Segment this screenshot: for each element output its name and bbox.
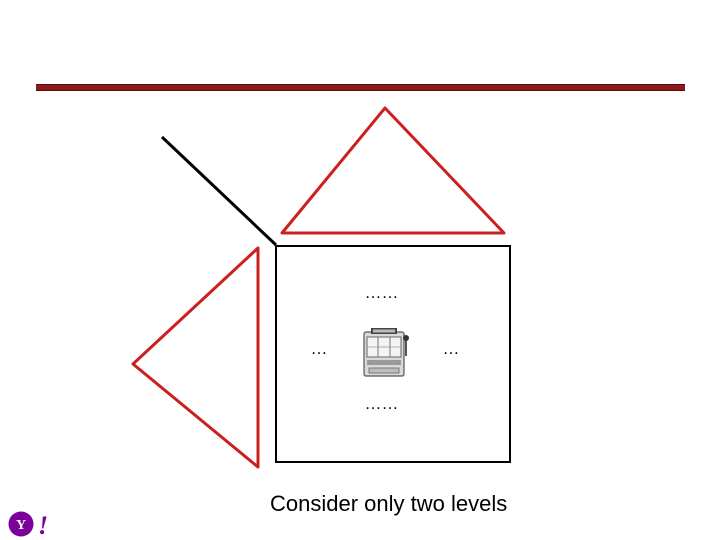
- parent-edge-line: [160, 135, 278, 247]
- left-triangle: [131, 246, 260, 469]
- top-triangle: [280, 106, 506, 235]
- dots-right: …: [443, 341, 460, 358]
- svg-text:!: !: [38, 511, 48, 538]
- slot-machine-icon: [363, 328, 409, 377]
- dots-top: ……: [365, 285, 399, 302]
- yahoo-logo: Y !: [8, 511, 48, 538]
- svg-text:Y: Y: [16, 518, 26, 533]
- dots-bottom: ……: [365, 396, 399, 413]
- center-box: [275, 245, 511, 463]
- caption: Consider only two levels: [270, 491, 508, 516]
- dots-left: …: [311, 341, 328, 358]
- title-rule: [36, 84, 685, 91]
